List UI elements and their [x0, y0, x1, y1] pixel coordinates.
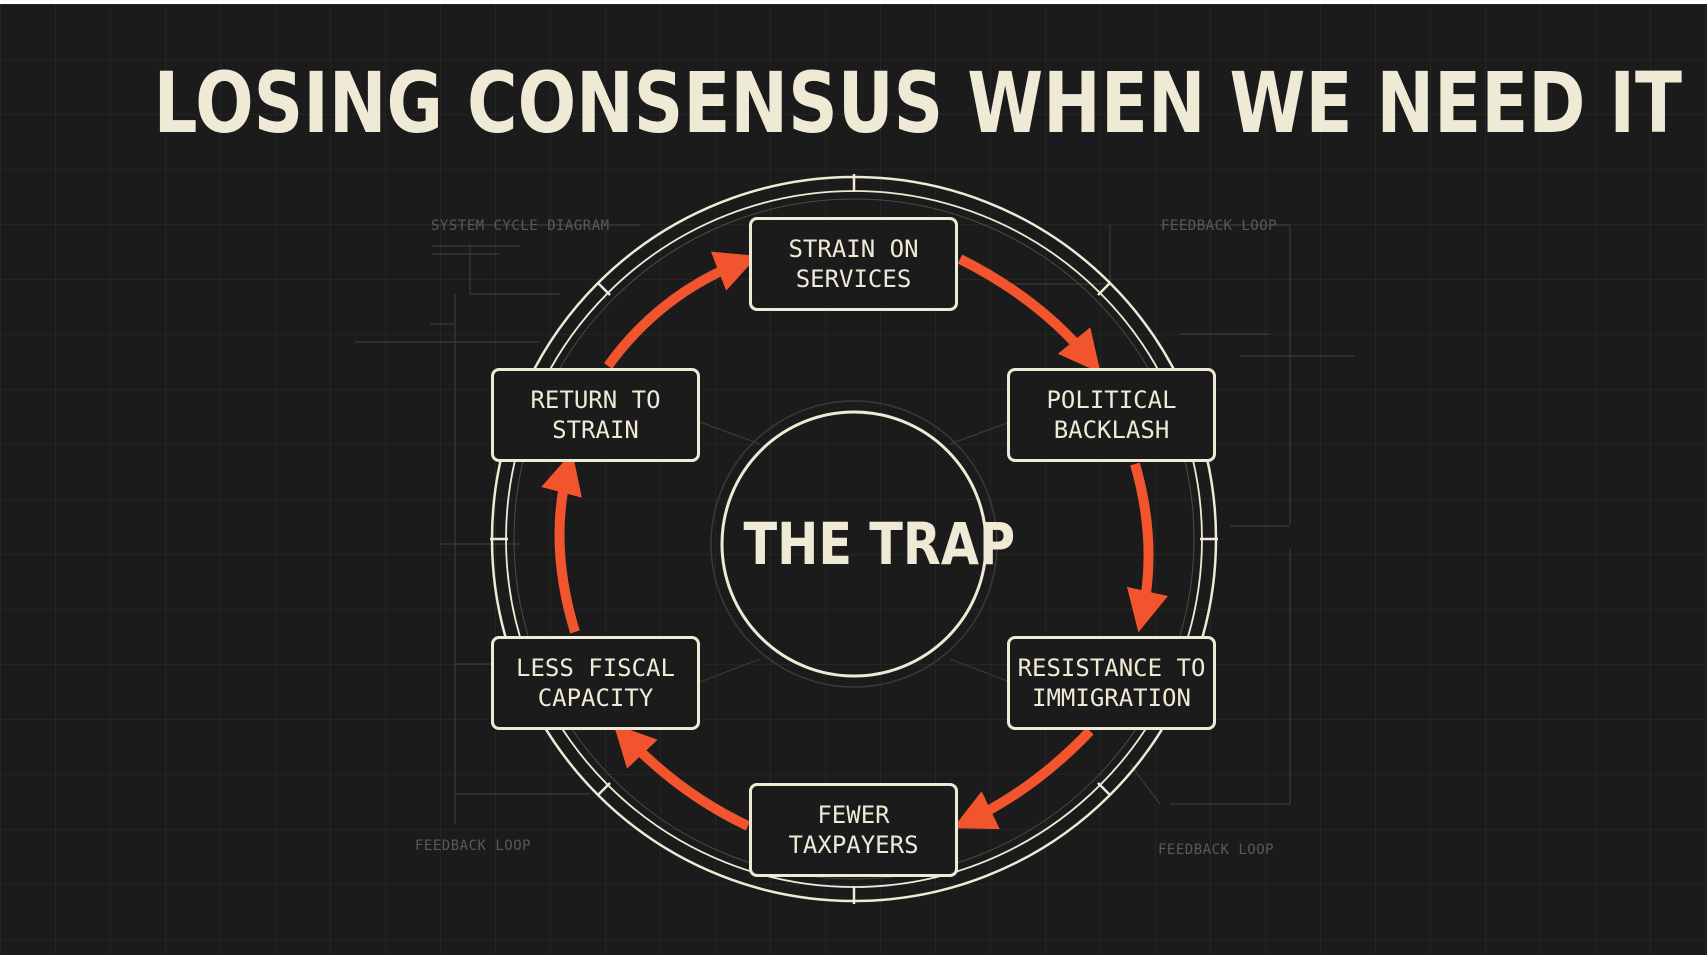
arrow-taxpayers-to-fiscal	[613, 723, 751, 831]
cycle-diagram	[355, 174, 1355, 904]
node-return-to-strain-label: RETURN TO STRAIN	[530, 386, 661, 444]
diagram-canvas: LOSING CONSENSUS WHEN WE NEED IT MOST	[0, 4, 1707, 955]
node-less-fiscal-capacity-label: LESS FISCAL CAPACITY	[516, 654, 675, 712]
node-fewer-taxpayers: FEWER TAXPAYERS	[749, 783, 958, 877]
ring-ticks	[490, 174, 1218, 904]
node-fewer-taxpayers-label: FEWER TAXPAYERS	[788, 801, 919, 859]
node-return-to-strain: RETURN TO STRAIN	[491, 368, 700, 462]
arrow-backlash-to-resistance	[1126, 462, 1168, 633]
node-political-backlash-label: POLITICAL BACKLASH	[1046, 386, 1177, 444]
node-political-backlash: POLITICAL BACKLASH	[1007, 368, 1216, 462]
cycle-arrows	[541, 251, 1168, 831]
node-resistance-to-immigration: RESISTANCE TO IMMIGRATION	[1007, 636, 1216, 730]
arrow-return-to-strain	[603, 251, 758, 369]
center-circle	[710, 400, 998, 688]
node-strain-on-services-label: STRAIN ON SERVICES	[788, 235, 919, 293]
feedback-loop-label-top-right: FEEDBACK LOOP	[1161, 218, 1278, 234]
system-cycle-diagram-label: SYSTEM CYCLE DIAGRAM	[431, 218, 610, 234]
center-label: THE TRAP	[743, 510, 1016, 578]
page-title: LOSING CONSENSUS WHEN WE NEED IT MOST	[153, 54, 1707, 152]
feedback-loop-label-bottom-right: FEEDBACK LOOP	[1158, 842, 1275, 858]
node-less-fiscal-capacity: LESS FISCAL CAPACITY	[491, 636, 700, 730]
arrow-resistance-to-taxpayers	[952, 727, 1094, 830]
schematic-lines	[355, 224, 1355, 824]
node-strain-on-services: STRAIN ON SERVICES	[749, 217, 958, 311]
node-resistance-to-immigration-label: RESISTANCE TO IMMIGRATION	[1017, 654, 1206, 712]
feedback-loop-label-bottom-left: FEEDBACK LOOP	[415, 838, 532, 854]
arrow-fiscal-to-return	[541, 451, 582, 634]
arrow-strain-to-backlash	[957, 254, 1101, 373]
